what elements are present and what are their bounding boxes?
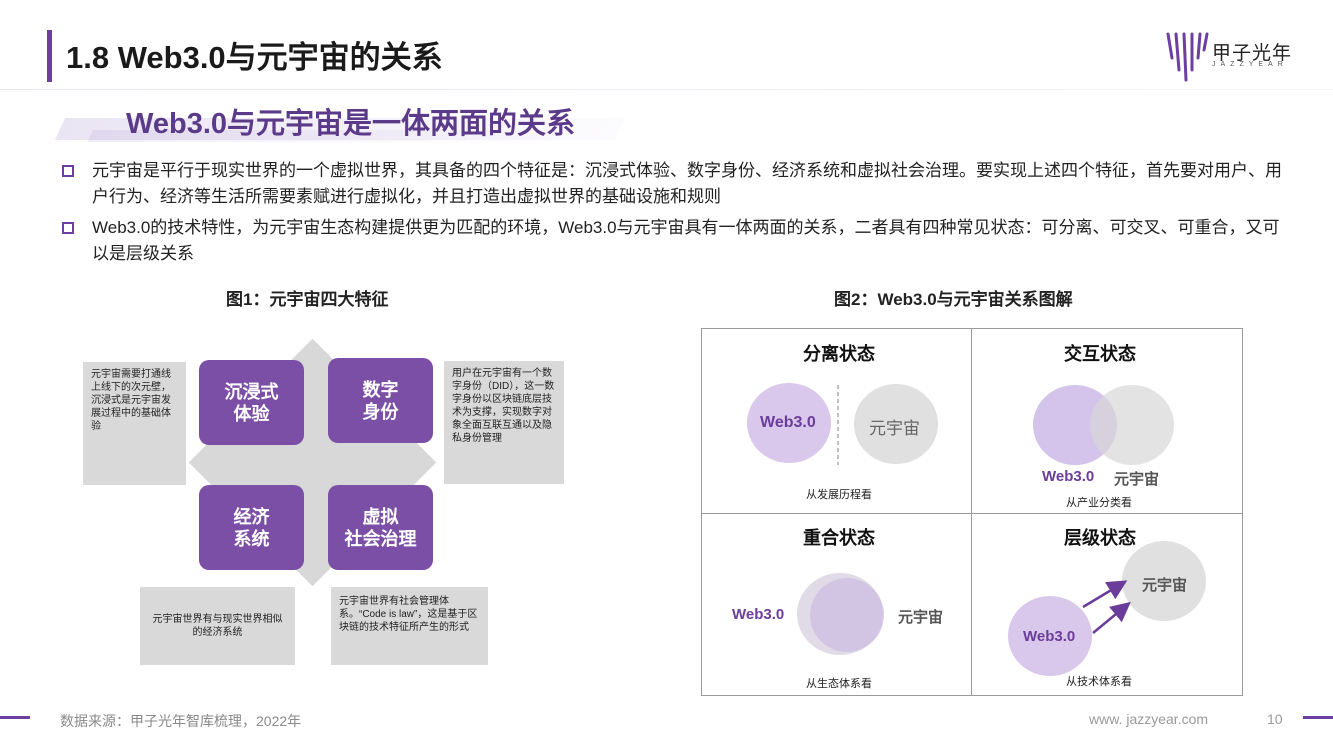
web3-circle	[810, 578, 884, 652]
quadrant-title-separate: 分离状态	[803, 344, 875, 364]
logo-name: 甲子光年	[1212, 43, 1293, 64]
grid-divider	[701, 513, 1243, 514]
feature-box-identity: 数字 身份	[328, 358, 433, 443]
feature-note-economy: 元宇宙世界有与现实世界相似的经济系统	[140, 587, 295, 665]
bullet-item: Web3.0的技术特性，为元宇宙生态构建提供更为匹配的环境，Web3.0与元宇宙…	[62, 215, 1282, 267]
web3-label: Web3.0	[1042, 468, 1095, 485]
header-divider	[0, 89, 1333, 90]
arrow-icon	[1082, 580, 1131, 634]
quadrant-note: 从产业分类看	[1066, 497, 1132, 509]
logo-mark-icon	[1166, 32, 1209, 82]
feature-note-immersive: 元宇宙需要打通线上线下的次元壁，沉浸式是元宇宙发展过程中的基础体验	[83, 362, 186, 485]
feature-box-governance: 虚拟 社会治理	[328, 485, 433, 570]
page-number: 10	[1267, 711, 1283, 727]
logo-subtitle: JAZZYEAR	[1212, 61, 1288, 68]
feature-note-governance: 元宇宙世界有社会管理体系。“Code is law”，这是基于区块链的技术特征所…	[331, 587, 488, 665]
feature-box-economy: 经济 系统	[199, 485, 304, 570]
web3-label: Web3.0	[760, 414, 816, 431]
section-subtitle: Web3.0与元宇宙是一体两面的关系	[126, 108, 576, 140]
quadrant-note: 从技术体系看	[1066, 676, 1132, 688]
web3-label: Web3.0	[732, 606, 785, 623]
metaverse-label: 元宇宙	[898, 609, 944, 626]
web3-circle	[1008, 596, 1092, 676]
separator-dashed-line	[837, 385, 839, 465]
metaverse-label: 元宇宙	[869, 419, 920, 438]
footer-accent	[1303, 716, 1333, 719]
quadrant-title-overlap: 重合状态	[803, 528, 875, 548]
quadrant-title-layered: 层级状态	[1064, 528, 1136, 548]
website-link[interactable]: www. jazzyear.com	[1089, 711, 1209, 727]
metaverse-circle	[1122, 541, 1206, 621]
bullet-text: 元宇宙是平行于现实世界的一个虚拟世界，其具备的四个特征是：沉浸式体验、数字身份、…	[92, 161, 1282, 206]
grid-divider	[971, 328, 972, 696]
data-source: 数据来源：甲子光年智库梳理，2022年	[60, 713, 302, 729]
bullet-text: Web3.0的技术特性，为元宇宙生态构建提供更为匹配的环境，Web3.0与元宇宙…	[92, 218, 1280, 263]
feature-note-identity: 用户在元宇宙有一个数字身份（DID），这一数字身份以区块链底层技术为支撑，实现数…	[444, 361, 564, 484]
bullet-item: 元宇宙是平行于现实世界的一个虚拟世界，其具备的四个特征是：沉浸式体验、数字身份、…	[62, 158, 1282, 210]
metaverse-circle	[854, 384, 938, 464]
bullet-square-icon	[62, 165, 74, 177]
quadrant-title-intersect: 交互状态	[1064, 344, 1136, 364]
metaverse-circle	[1090, 385, 1174, 465]
relation-grid	[701, 328, 1243, 696]
metaverse-label: 元宇宙	[1114, 471, 1160, 488]
title-accent-bar	[47, 30, 52, 82]
page-title: 1.8 Web3.0与元宇宙的关系	[66, 40, 443, 75]
quadrant-note: 从生态体系看	[806, 678, 872, 690]
web3-label: Web3.0	[1023, 628, 1076, 645]
feature-box-immersive: 沉浸式 体验	[199, 360, 304, 445]
figure1-title: 图1：元宇宙四大特征	[226, 290, 389, 309]
figure2-title: 图2：Web3.0与元宇宙关系图解	[834, 290, 1073, 309]
bullet-square-icon	[62, 222, 74, 234]
quadrant-note: 从发展历程看	[806, 489, 872, 501]
footer-accent	[0, 716, 30, 719]
metaverse-label: 元宇宙	[1142, 577, 1188, 594]
web3-circle	[747, 383, 831, 463]
